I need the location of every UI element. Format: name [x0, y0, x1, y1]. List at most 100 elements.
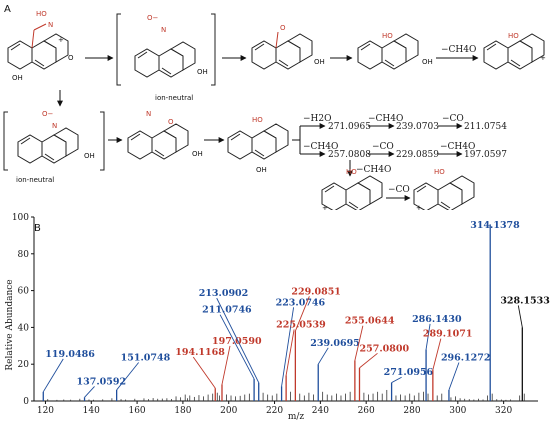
atom-oh: OH: [422, 58, 433, 66]
atom-n: N: [52, 122, 57, 130]
structure-5: HO +: [483, 32, 546, 70]
peak-leader: [116, 362, 139, 391]
peak-leader: [448, 362, 460, 391]
y-tick-label: 80: [18, 250, 30, 260]
peak-leader: [219, 314, 255, 380]
panel-b-label: B: [34, 223, 41, 234]
peak-label: 257.0800: [359, 343, 409, 354]
atom-o: O: [68, 54, 74, 62]
atom-o-minus: O−: [42, 110, 54, 118]
charge-plus: +: [322, 204, 328, 210]
peak-label: 151.0748: [121, 353, 171, 364]
atom-ho: HO: [346, 168, 357, 176]
y-tick-label: 60: [18, 287, 30, 297]
x-tick-label: 280: [403, 406, 420, 416]
y-tick-label: 0: [23, 397, 29, 407]
panel-a-label: A: [4, 4, 11, 15]
fragment-mass: 271.0965: [328, 122, 371, 132]
peak-leader: [425, 323, 431, 350]
peak-label: 255.0644: [345, 316, 395, 327]
peak-leader: [221, 345, 231, 385]
atom-n: N: [146, 110, 151, 118]
peak-label: 296.1272: [441, 353, 491, 364]
structure-2: O− N OH ion-neutral: [116, 13, 216, 102]
step-loss-ch4o: −CH4O: [368, 114, 403, 124]
step-loss-co: −CO: [388, 185, 410, 195]
step-loss-co: −CO: [372, 142, 394, 152]
atom-o: O: [168, 118, 174, 126]
atom-ho: HO: [252, 116, 263, 124]
y-axis-label: Relative Abundance: [5, 279, 15, 370]
x-tick-label: 160: [128, 406, 145, 416]
peak-leader: [432, 338, 442, 370]
atom-o: O: [280, 24, 286, 32]
structure-1: HO N + O OH: [7, 10, 74, 82]
charge-plus: +: [416, 204, 422, 210]
peak-leader: [281, 307, 295, 387]
fragment-mass: 257.0808: [328, 150, 371, 160]
peak-label: 286.1430: [412, 314, 462, 325]
peak-label: 289.1071: [423, 329, 473, 340]
labeled-peaks: 119.0486137.0592151.0748194.1168197.0590…: [42, 220, 550, 401]
atom-oh: OH: [197, 68, 208, 76]
peak-label: 225.0539: [276, 319, 326, 330]
structure-3: O OH: [251, 24, 325, 70]
atom-ho: HO: [508, 32, 519, 40]
fragment-mass: 239.0703: [396, 122, 439, 132]
structure-10: HO +: [413, 168, 475, 210]
atom-oh: OH: [314, 58, 325, 66]
peak-label: 211.0746: [202, 305, 252, 316]
structure-8: HO OH: [227, 116, 289, 174]
atom-o-minus: O−: [147, 14, 159, 22]
peak-leader: [354, 325, 364, 361]
step-loss-ch4o: −CH4O: [441, 45, 476, 55]
atom-oh: OH: [256, 166, 267, 174]
structure-9: HO +: [321, 168, 383, 210]
peak-leader: [517, 305, 523, 328]
atom-oh: OH: [12, 74, 23, 82]
x-tick-label: 240: [312, 406, 329, 416]
peak-label: 328.1533: [500, 295, 550, 306]
peak-label: 314.1378: [470, 220, 520, 231]
fragment-mass: 197.0597: [464, 150, 507, 160]
peak-label: 137.0592: [77, 376, 127, 387]
peak-leader: [216, 297, 260, 383]
atom-n: N: [161, 26, 166, 34]
y-tick-label: 100: [12, 213, 29, 223]
peak-label: 213.0902: [199, 288, 249, 299]
x-axis-label: m/z: [288, 412, 305, 422]
peak-label: 223.0746: [276, 297, 326, 308]
atom-ho: HO: [36, 10, 47, 18]
step-loss-co: −CO: [442, 114, 464, 124]
x-tick-label: 220: [266, 406, 283, 416]
peak-leader: [192, 356, 216, 389]
atom-oh: OH: [84, 152, 95, 160]
peak-leader: [84, 386, 95, 398]
peak-label: 239.0695: [310, 338, 360, 349]
atom-ho: HO: [434, 168, 445, 176]
ion-neutral-label-2: ion-neutral: [16, 176, 54, 184]
minor-peaks: [47, 389, 525, 401]
peak-label: 197.0590: [212, 336, 262, 347]
peak-leader: [359, 352, 378, 369]
x-tick-label: 300: [449, 406, 466, 416]
step-loss-ch4o: −CH4O: [440, 142, 475, 152]
peak-label: 229.0851: [291, 286, 341, 297]
step-loss-ch4o: −CH4O: [303, 142, 338, 152]
atom-n: N: [48, 21, 53, 29]
peak-label: 119.0486: [45, 349, 95, 360]
fragment-mass: 229.0859: [396, 150, 439, 160]
peak-leader: [42, 358, 64, 393]
x-tick-label: 120: [37, 406, 54, 416]
x-tick-label: 140: [83, 406, 100, 416]
structure-4: HO OH: [357, 32, 433, 70]
ion-neutral-label-1: ion-neutral: [155, 94, 193, 102]
peak-leader: [391, 376, 402, 383]
structure-6: O− N OH ion-neutral: [3, 110, 105, 184]
peak-leader: [294, 296, 310, 332]
y-tick-label: 20: [18, 360, 30, 370]
charge-plus: +: [540, 54, 546, 62]
fragmentation-scheme: A HO N + O OH O− N OH i: [3, 4, 546, 210]
